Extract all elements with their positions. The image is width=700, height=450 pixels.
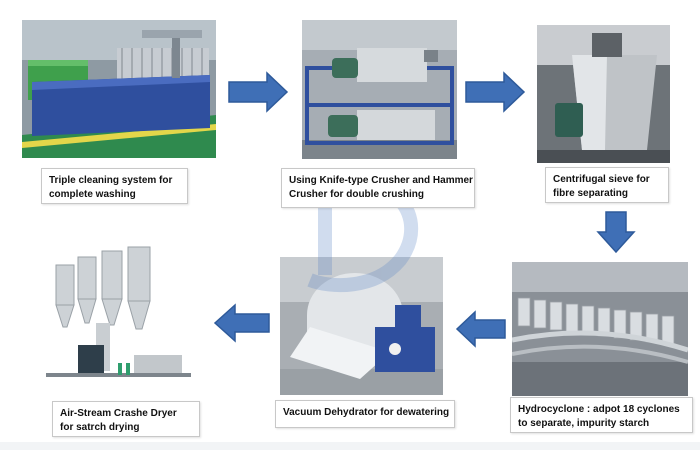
- caption-line: Crusher for double crushing: [289, 189, 425, 200]
- caption-line: Vacuum Dehydrator for dewatering: [283, 407, 450, 418]
- caption-line: Hydrocyclone : adpot 18 cyclones: [518, 404, 680, 415]
- photo-hydrocyclone: [512, 262, 688, 396]
- arrow-left-icon: [455, 310, 507, 348]
- caption-line: Air-Stream Crashe Dryer: [60, 408, 177, 419]
- photo-flash-dryer: [36, 245, 201, 395]
- arrow-right-icon: [227, 71, 289, 113]
- caption-line: Triple cleaning system for: [49, 175, 173, 186]
- arrow-down-icon: [596, 210, 636, 254]
- caption-sieve: Centrifugal sieve for fibre separating: [545, 167, 669, 203]
- photo-cleaning-system: [22, 20, 216, 158]
- caption-cleaning: Triple cleaning system for complete wash…: [41, 168, 188, 204]
- arrow-left-icon: [213, 303, 271, 343]
- caption-line: for satrch drying: [60, 422, 140, 433]
- bottom-bar: [0, 442, 700, 450]
- caption-dryer: Air-Stream Crashe Dryer for satrch dryin…: [52, 401, 200, 437]
- photo-crusher: [302, 20, 457, 159]
- photo-centrifugal-sieve: [537, 25, 670, 163]
- caption-line: Using Knife-type Crusher and Hammer: [289, 175, 473, 186]
- caption-dehydrator: Vacuum Dehydrator for dewatering: [275, 400, 455, 428]
- photo-vacuum-dehydrator: [280, 257, 443, 395]
- caption-hydrocyclone: Hydrocyclone : adpot 18 cyclones to sepa…: [510, 397, 693, 433]
- caption-crushing: Using Knife-type Crusher and Hammer Crus…: [281, 168, 475, 208]
- caption-line: complete washing: [49, 189, 136, 200]
- caption-line: to separate, impurity starch: [518, 418, 650, 429]
- caption-line: Centrifugal sieve for: [553, 174, 650, 185]
- caption-line: fibre separating: [553, 188, 629, 199]
- arrow-right-icon: [464, 71, 526, 113]
